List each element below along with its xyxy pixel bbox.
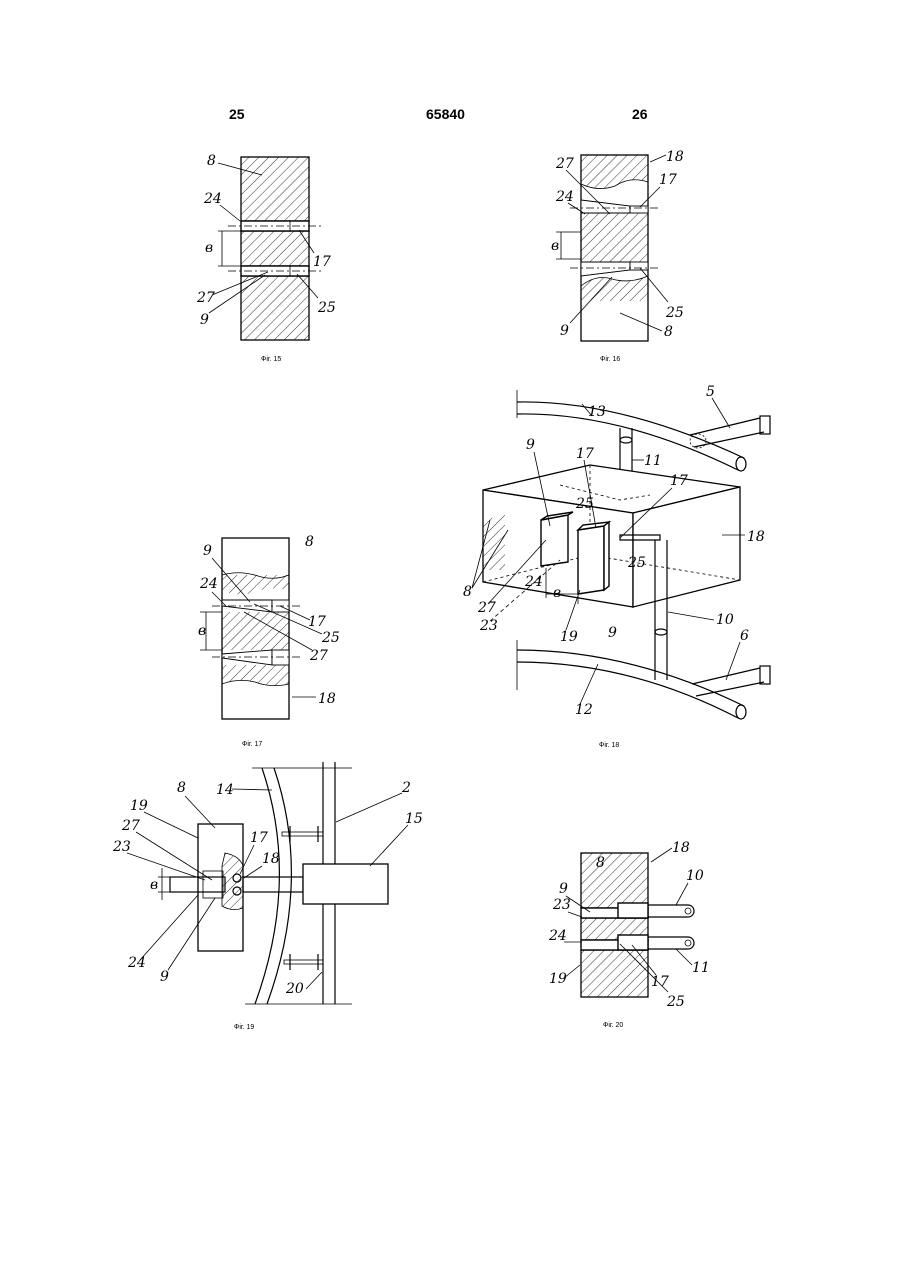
label-27: 27 — [309, 648, 328, 664]
label-11: 11 — [692, 960, 710, 976]
caption-fig-20: Фіг. 20 — [603, 1021, 623, 1029]
label-27: 27 — [477, 600, 496, 616]
label-25: 25 — [317, 300, 336, 316]
caption-fig-15: Фіг. 15 — [261, 355, 281, 363]
label-23: 23 — [112, 839, 131, 855]
label-27: 27 — [555, 156, 574, 172]
label-25: 25 — [575, 496, 594, 512]
label-17: 17 — [651, 974, 669, 990]
label-b: в — [205, 240, 213, 256]
label-17: 17 — [670, 473, 688, 489]
label-24: 24 — [203, 191, 222, 207]
label-12: 12 — [575, 702, 593, 718]
label-25: 25 — [665, 305, 684, 321]
label-5: 5 — [706, 384, 715, 400]
label-27: 27 — [196, 290, 215, 306]
label-8: 8 — [177, 780, 186, 796]
caption-fig-16: Фіг. 16 — [600, 355, 620, 363]
label-24: 24 — [524, 574, 543, 590]
label-8: 8 — [596, 855, 605, 871]
label-18: 18 — [747, 529, 765, 545]
label-2: 2 — [401, 780, 411, 796]
label-10: 10 — [716, 612, 734, 628]
label-17: 17 — [659, 172, 677, 188]
label-17: 17 — [308, 614, 326, 630]
caption-fig-17: Фіг. 17 — [242, 740, 262, 748]
label-9: 9 — [203, 543, 212, 559]
label-27: 27 — [121, 818, 140, 834]
label-11: 11 — [644, 453, 662, 469]
label-18: 18 — [318, 691, 336, 707]
label-8: 8 — [664, 324, 673, 340]
label-9: 9 — [526, 437, 535, 453]
label-8: 8 — [207, 153, 216, 169]
label-14: 14 — [216, 782, 234, 798]
label-25: 25 — [627, 555, 646, 571]
label-b: в — [198, 623, 206, 639]
label-25: 25 — [666, 994, 685, 1010]
label-6: 6 — [740, 628, 749, 644]
label-18: 18 — [262, 851, 280, 867]
label-17: 17 — [250, 830, 268, 846]
label-19: 19 — [549, 971, 567, 987]
label-17: 17 — [313, 254, 331, 270]
label-19: 19 — [560, 629, 578, 645]
figure-17: 9 8 24 в 17 25 27 18 Фіг. 17 — [198, 534, 340, 748]
caption-fig-19: Фіг. 19 — [234, 1023, 254, 1031]
figure-18: 13 5 9 17 11 17 25 18 25 8 24 27 в 23 19… — [463, 384, 770, 749]
label-9: 9 — [559, 881, 568, 897]
label-15: 15 — [405, 811, 423, 827]
label-b: в — [553, 585, 561, 601]
label-9: 9 — [560, 323, 569, 339]
label-23: 23 — [552, 897, 571, 913]
label-8: 8 — [463, 584, 472, 600]
label-18: 18 — [672, 840, 690, 856]
label-24: 24 — [199, 576, 218, 592]
label-b: в — [150, 877, 158, 893]
figure-20: 8 18 9 10 23 24 19 11 17 25 Фіг. 20 — [548, 840, 710, 1029]
label-10: 10 — [686, 868, 704, 884]
label-13: 13 — [588, 404, 606, 420]
label-20: 20 — [285, 981, 304, 997]
label-19: 19 — [130, 798, 148, 814]
label-25: 25 — [321, 630, 340, 646]
caption-fig-18: Фіг. 18 — [599, 741, 619, 749]
label-b: в — [551, 238, 559, 254]
figure-19: 14 2 8 19 27 17 23 18 15 в 24 9 20 Фіг. … — [112, 762, 423, 1031]
label-9: 9 — [160, 969, 169, 985]
label-9: 9 — [200, 312, 209, 328]
figure-16: 27 18 24 17 в 25 9 8 Фіг. 16 — [551, 149, 684, 363]
figure-15: 8 24 в 17 27 9 25 Фіг. 15 — [196, 153, 336, 363]
label-9: 9 — [608, 625, 617, 641]
label-23: 23 — [479, 618, 498, 634]
label-24: 24 — [127, 955, 146, 971]
label-8: 8 — [305, 534, 314, 550]
label-17: 17 — [576, 446, 594, 462]
label-18: 18 — [666, 149, 684, 165]
label-24: 24 — [555, 189, 574, 205]
